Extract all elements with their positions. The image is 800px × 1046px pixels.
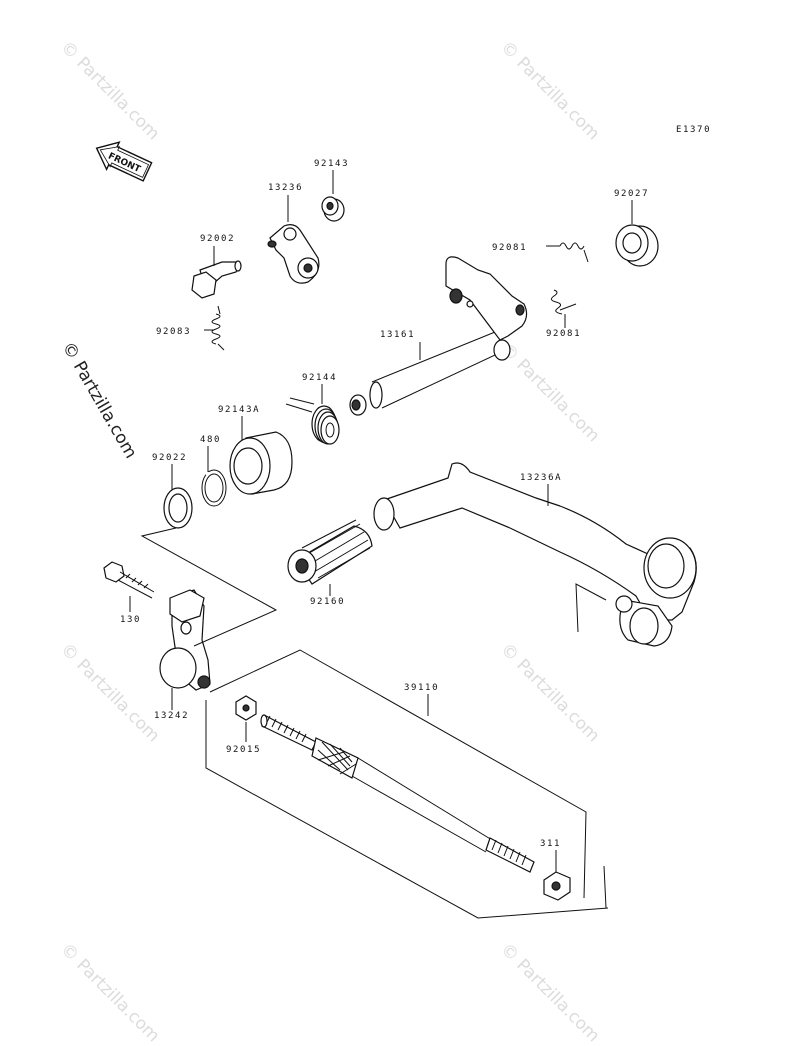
rod-bracket-upper	[209, 649, 587, 899]
label-92015: 92015	[226, 745, 261, 755]
rod-bracket-lower	[205, 700, 609, 919]
part-92002[interactable]	[191, 260, 242, 299]
part-13236[interactable]	[267, 224, 320, 284]
watermark-tile: © Partzilla.com	[496, 339, 603, 446]
part-92081-a[interactable]	[546, 242, 589, 263]
part-92144[interactable]	[285, 397, 340, 445]
label-92144: 92144	[302, 373, 337, 383]
label-480: 480	[200, 435, 221, 445]
assembly-bracket	[140, 527, 278, 647]
leader-13236A-bracket	[575, 583, 607, 633]
part-13236A[interactable]	[373, 462, 697, 647]
part-13161[interactable]	[349, 256, 528, 416]
label-13236: 13236	[268, 183, 303, 193]
watermark-tile: © Partzilla.com	[56, 639, 163, 746]
label-92081-b: 92081	[546, 329, 581, 339]
label-92083: 92083	[156, 327, 191, 337]
part-13242[interactable]	[159, 589, 211, 691]
part-39110[interactable]	[260, 714, 535, 873]
label-39110: 39110	[404, 683, 439, 693]
leader-311-bracket	[603, 865, 607, 909]
label-92002: 92002	[200, 234, 235, 244]
part-480[interactable]	[201, 469, 227, 507]
label-92022: 92022	[152, 453, 187, 463]
label-92143: 92143	[314, 159, 349, 169]
part-92027[interactable]	[615, 224, 659, 267]
part-130[interactable]	[103, 561, 155, 599]
label-92027: 92027	[614, 189, 649, 199]
part-92143A[interactable]	[229, 431, 293, 495]
watermark-side: © Partzilla.com	[58, 339, 141, 463]
watermark-tile: © Partzilla.com	[56, 37, 163, 144]
part-92083[interactable]	[211, 305, 225, 351]
label-92160: 92160	[310, 597, 345, 607]
diagram-code: E1370	[676, 125, 711, 135]
part-92081-b[interactable]	[550, 289, 577, 315]
watermark-tile: © Partzilla.com	[496, 939, 603, 1046]
label-92143A: 92143A	[218, 405, 260, 415]
part-92015[interactable]	[235, 695, 257, 721]
label-311: 311	[540, 839, 561, 849]
watermark-tile: © Partzilla.com	[496, 37, 603, 144]
part-92160[interactable]	[287, 519, 373, 585]
label-13161: 13161	[380, 330, 415, 340]
watermark-tile: © Partzilla.com	[56, 939, 163, 1046]
label-92081-a: 92081	[492, 243, 527, 253]
part-92143[interactable]	[321, 196, 345, 222]
label-130: 130	[120, 615, 141, 625]
part-311[interactable]	[543, 871, 571, 901]
label-13236A: 13236A	[520, 473, 562, 483]
watermark-tile: © Partzilla.com	[496, 639, 603, 746]
part-92022[interactable]	[163, 487, 193, 529]
front-arrow-icon: FRONT	[95, 141, 153, 182]
label-13242: 13242	[154, 711, 189, 721]
